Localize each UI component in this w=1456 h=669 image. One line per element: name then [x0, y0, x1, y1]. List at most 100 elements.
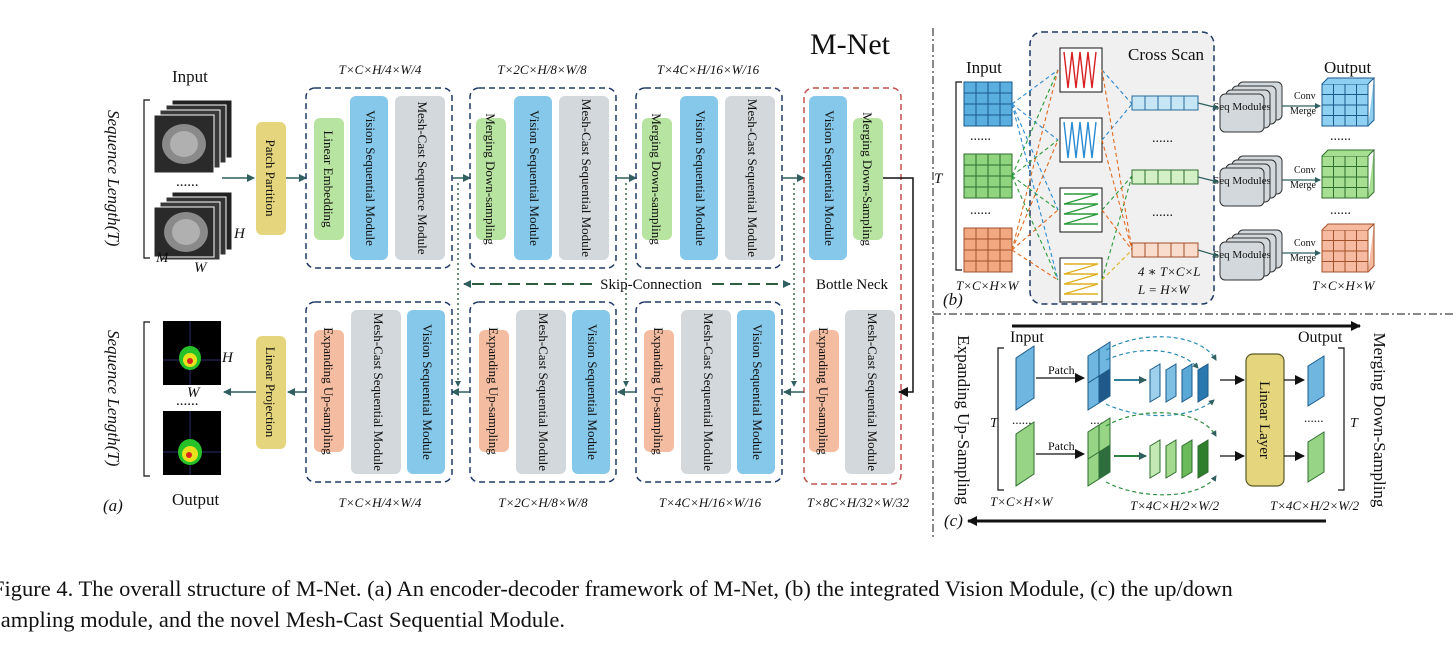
svg-text:Mesh-Cast Sequential Module: Mesh-Cast Sequential Module: [865, 313, 880, 471]
linear-embedding-label: Linear Embedding: [321, 130, 336, 228]
panel-c: Input Output Expanding Up-Sampling Mergi…: [944, 321, 1389, 530]
encoder-stage-2: T×2C×H/8×W/8 Merging Down-sampling Visio…: [469, 62, 617, 269]
scan-arrows: [1011, 69, 1133, 281]
input-label: Input: [172, 67, 208, 86]
enc-dim-3: T×4C×H/16×W/16: [657, 62, 760, 77]
panel-c-tag: (c): [944, 511, 963, 530]
linear-embedding-block: [314, 118, 344, 240]
token-strip-orange: [1131, 242, 1199, 258]
output-bracket: [143, 321, 150, 477]
svg-text:Mesh-Cast Sequential Module: Mesh-Cast Sequential Module: [371, 313, 386, 471]
svg-text:Seq Modules: Seq Modules: [1213, 101, 1271, 113]
decoder-stage-2: Expanding Up-sampling Mesh-Cast Sequenti…: [469, 301, 617, 510]
cross-scan-label: Cross Scan: [1128, 45, 1205, 64]
linear-layer-block: [1245, 353, 1285, 487]
svg-text:Vision Sequential Module: Vision Sequential Module: [585, 324, 600, 460]
output-grid-blue: [1321, 77, 1376, 127]
svg-text:......: ......: [1152, 205, 1173, 220]
panel-b: Input Output T ...... ...... T×C×H×W (b)…: [934, 31, 1376, 309]
svg-text:Patch: Patch: [1048, 363, 1075, 377]
scan-block-green: [1059, 187, 1103, 233]
svg-text:Conv: Conv: [1294, 165, 1316, 176]
svg-text:......: ......: [1330, 129, 1351, 144]
scan-block-blue: [1059, 117, 1103, 163]
vision-sequential-block-d1: [407, 310, 445, 474]
enc-dim-1: T×C×H/4×W/4: [339, 62, 422, 77]
sub-blocks-blue: [1149, 363, 1209, 403]
dim-w-input: W: [194, 260, 208, 276]
svg-text:Mesh-Cast Sequential Module: Mesh-Cast Sequential Module: [745, 99, 760, 257]
enc-dim-2: T×2C×H/8×W/8: [497, 62, 587, 77]
seq-modules-1: Seq Modules: [1213, 81, 1283, 133]
panel-c-dim-1: T×C×H×W: [990, 494, 1054, 509]
panel-b-t-label: T: [934, 171, 944, 187]
svg-text:Expanding Up-sampling: Expanding Up-sampling: [321, 327, 336, 455]
svg-text:Vision Sequential Module: Vision Sequential Module: [693, 110, 708, 246]
svg-text:......: ......: [970, 203, 991, 218]
svg-text:Vision Sequential Module: Vision Sequential Module: [363, 110, 378, 246]
merging-downsampling-block-e2: [476, 118, 506, 240]
token-strip-blue: [1131, 95, 1199, 111]
svg-text:Conv: Conv: [1294, 91, 1316, 102]
patched-block-blue: [1087, 341, 1111, 411]
svg-text:Seq Modules: Seq Modules: [1213, 249, 1271, 261]
dim-m-input: M: [155, 250, 170, 266]
encoder-stage-1: T×C×H/4×W/4 Linear Embedding Vision Sequ…: [305, 62, 453, 269]
mesh-cast-block-e1: [395, 96, 445, 260]
panel-c-output-label: Output: [1298, 329, 1343, 346]
caption-line-2: sampling module, and the novel Mesh-Cast…: [0, 607, 566, 632]
vision-sequential-block-e1: [350, 96, 388, 260]
input-grid-green: [963, 153, 1013, 199]
vision-sequential-block-e2: [514, 96, 552, 260]
output-grid-green: [1321, 149, 1376, 199]
input-image-stack-bottom: [153, 191, 233, 261]
output-dots: ......: [176, 393, 199, 409]
svg-text:Merging Down-sampling: Merging Down-sampling: [483, 113, 498, 245]
input-bracket: [143, 99, 150, 259]
decoder-stage-1: Expanding Up-sampling Mesh-Cast Sequenti…: [305, 301, 453, 510]
svg-text:Expanding Up-sampling: Expanding Up-sampling: [651, 327, 666, 455]
input-grid-orange: [963, 227, 1013, 273]
svg-text:Vision Sequential Module: Vision Sequential Module: [822, 110, 837, 246]
panel-c-dim-2: T×4C×H/2×W/2: [1130, 498, 1220, 513]
panel-c-t-right: T: [1350, 416, 1359, 431]
formula-2: L = H×W: [1137, 282, 1190, 297]
diagram-title: M-Net: [810, 28, 891, 61]
svg-text:Seq Modules: Seq Modules: [1213, 175, 1271, 187]
output-label: Output: [172, 490, 220, 509]
panel-c-dim-3: T×4C×H/2×W/2: [1270, 498, 1360, 513]
seq-length-label-output: Sequence Length(T): [104, 330, 123, 467]
bottleneck: Vision Sequential Module Merging Down-Sa…: [803, 87, 902, 485]
merging-downsampling-block-bn: [853, 118, 883, 240]
expanding-upsampling-block-bn: [809, 330, 839, 452]
linear-projection-label: Linear Projection: [263, 347, 278, 438]
output-image-top: [163, 321, 221, 385]
panel-a-tag: (a): [103, 496, 123, 515]
mesh-cast-block-e2: [559, 96, 609, 260]
output-slab-blue: [1307, 355, 1325, 407]
seq-modules-3: Seq Modules: [1213, 229, 1283, 281]
svg-text:Merge: Merge: [1290, 106, 1316, 117]
dec-dim-1: T×C×H/4×W/4: [339, 495, 422, 510]
encoder-stage-3: T×4C×H/16×W/16 Merging Down-sampling Vis…: [635, 62, 783, 269]
vision-sequential-block-bn: [809, 96, 847, 260]
dec-dim-4: T×8C×H/32×W/32: [807, 495, 910, 510]
dim-h-output: H: [221, 350, 234, 366]
input-slab-blue: [1015, 345, 1035, 411]
output-grid-orange: [1321, 223, 1376, 273]
panel-c-input-label: Input: [1010, 329, 1044, 346]
dim-w-output: W: [187, 385, 201, 401]
bottle-neck-label: Bottle Neck: [816, 277, 889, 293]
formula-1: 4 ∗ T×C×L: [1138, 264, 1201, 279]
expanding-upsampling-block-d2: [479, 330, 509, 452]
dim-h-input: H: [233, 226, 246, 242]
scan-block-red: [1059, 47, 1103, 93]
seq-modules-2: Seq Modules: [1213, 155, 1283, 207]
svg-text:......: ......: [970, 129, 991, 144]
expanding-upsampling-block-d3: [644, 330, 674, 452]
merging-downsampling-block-e3: [642, 118, 672, 240]
svg-text:......: ......: [1152, 131, 1173, 146]
panel-a: M-Net Input ...... H M W Sequence Length…: [103, 28, 914, 515]
vision-sequential-block-d3: [737, 310, 775, 474]
